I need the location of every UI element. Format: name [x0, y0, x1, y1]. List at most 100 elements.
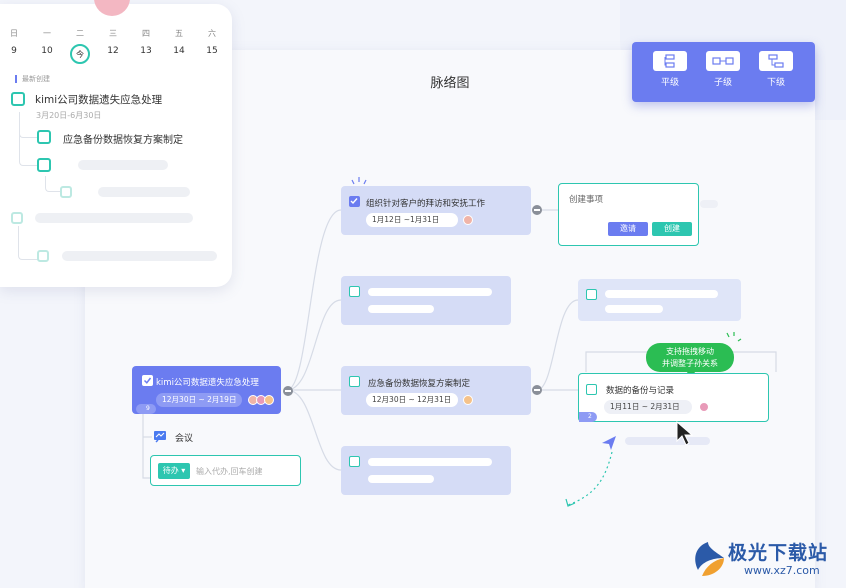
avatar: [699, 402, 709, 412]
drag-hint-tooltip: 支持拖拽移动 并调整子孙关系: [646, 343, 734, 377]
placeholder-bar: [368, 305, 434, 313]
tree-line: [18, 226, 38, 260]
mindmap-node[interactable]: [341, 276, 511, 325]
todo-create-box: 待办 ▾: [150, 455, 301, 486]
subtask-checkbox[interactable]: [37, 250, 49, 262]
root-node-title: kimi公司数据遗失应急处理: [156, 378, 259, 388]
watermark-logo: [695, 542, 724, 576]
create-item-label: 创建事项: [569, 195, 604, 205]
task-checkbox[interactable]: [586, 384, 597, 395]
create-item-card: 创建事项 邀请 创建: [558, 183, 699, 246]
create-button[interactable]: 创建: [652, 222, 692, 236]
lower-level-icon: [759, 51, 793, 71]
placeholder-bar: [368, 458, 492, 466]
subtask-checkbox[interactable]: [37, 158, 51, 172]
task-title[interactable]: kimi公司数据遗失应急处理: [35, 94, 163, 106]
weekday-label: 四: [142, 29, 150, 38]
tree-line: [19, 112, 37, 138]
calendar-date[interactable]: 13: [140, 46, 152, 56]
send-icon: [602, 436, 616, 450]
todo-input[interactable]: [196, 463, 296, 479]
subtask-checkbox[interactable]: [37, 130, 51, 144]
subtask-count-badge: 9: [136, 404, 156, 414]
subtask-checkbox[interactable]: [60, 186, 72, 198]
weekday-label: 二: [76, 29, 84, 38]
sibling-node-icon: [653, 51, 687, 71]
cursor-icon: [676, 421, 694, 446]
meeting-icon: [154, 431, 166, 443]
sibling-level-button[interactable]: 平级: [645, 51, 695, 88]
subtask-title[interactable]: 应急备份数据恢复方案制定: [63, 135, 183, 146]
task-checkbox[interactable]: [349, 376, 360, 387]
watermark-name: 极光下载站: [728, 542, 829, 564]
node-toolbar: 平级 子级 下级: [632, 42, 815, 102]
node-title: 应急备份数据恢复方案制定: [368, 379, 471, 389]
collapse-toggle[interactable]: [283, 386, 293, 396]
task-dates: 3月20日-6月30日: [36, 111, 102, 120]
check-icon: [142, 375, 153, 386]
tree-line: [19, 134, 37, 166]
node-title: 组织针对客户的拜访和安抚工作: [366, 199, 486, 209]
child-node-icon: [706, 51, 740, 71]
task-checkbox[interactable]: [11, 212, 23, 224]
subtask-count-badge: 2: [579, 412, 597, 422]
mindmap-node[interactable]: [578, 279, 741, 321]
section-label: 最新创建: [15, 75, 50, 83]
decorative-figure: [94, 0, 130, 16]
calendar-card: 日 一 二 三 四 五 六 9 10 今 12 13 14 15 最新创建 ki…: [0, 0, 232, 287]
placeholder-bar: [62, 251, 217, 261]
drag-ghost-bar: [625, 437, 710, 445]
selected-mindmap-node[interactable]: 数据的备份与记录 1月11日 ~ 2月31日 2: [578, 373, 769, 422]
node-title: 数据的备份与记录: [606, 386, 675, 396]
node-dates: 12月30日 ~ 12月31日: [366, 393, 458, 407]
child-level-button[interactable]: 子级: [698, 51, 748, 88]
collapse-toggle[interactable]: [532, 385, 542, 395]
placeholder-bar: [368, 475, 434, 483]
task-checkbox[interactable]: [11, 92, 25, 106]
calendar-date[interactable]: 9: [11, 46, 17, 56]
weekday-label: 五: [175, 29, 183, 38]
task-checkbox[interactable]: [586, 289, 597, 300]
todo-type-label: 待办: [162, 466, 179, 475]
mindmap-node[interactable]: 应急备份数据恢复方案制定 12月30日 ~ 12月31日: [341, 366, 531, 415]
page-title: 脉络图: [430, 76, 470, 91]
sparkle-icon: [351, 177, 367, 185]
avatar: [463, 215, 473, 225]
tooltip-line: 并调整子孙关系: [662, 359, 718, 368]
node-dates: 1月12日 ~1月31日: [366, 213, 458, 227]
placeholder-bar: [35, 213, 193, 223]
avatar: [264, 395, 274, 405]
tooltip-line: 支持拖拽移动: [666, 347, 714, 356]
avatar: [463, 395, 473, 405]
mindmap-node[interactable]: [341, 446, 511, 495]
node-dates: 1月11日 ~ 2月31日: [604, 400, 692, 414]
calendar-date[interactable]: 14: [173, 46, 185, 56]
placeholder-bar: [605, 290, 718, 298]
calendar-date[interactable]: 10: [41, 46, 53, 56]
root-node-dates: 12月30日 ~ 2月19日: [156, 393, 243, 407]
check-icon: [350, 198, 358, 205]
weekday-label: 一: [43, 29, 51, 38]
sparkle-icon: [726, 332, 742, 342]
weekday-label: 六: [208, 29, 216, 38]
task-checkbox[interactable]: [349, 456, 360, 467]
tree-line: [45, 176, 61, 192]
task-checkbox[interactable]: [349, 286, 360, 297]
collapse-toggle[interactable]: [532, 205, 542, 215]
calendar-date[interactable]: 15: [206, 46, 218, 56]
lower-level-button[interactable]: 下级: [751, 51, 801, 88]
mindmap-node[interactable]: 组织针对客户的拜访和安抚工作 1月12日 ~1月31日: [341, 186, 531, 235]
weekday-label: 日: [10, 29, 18, 38]
watermark: 极光下载站 www.xz7.com: [688, 536, 842, 584]
root-node[interactable]: kimi公司数据遗失应急处理 12月30日 ~ 2月19日 9: [132, 366, 281, 414]
placeholder-bar: [368, 288, 492, 296]
placeholder-bar: [700, 200, 718, 208]
meeting-label: 会议: [175, 434, 194, 444]
placeholder-bar: [78, 160, 168, 170]
calendar-date[interactable]: 12: [107, 46, 119, 56]
placeholder-bar: [98, 187, 190, 197]
invite-button[interactable]: 邀请: [608, 222, 648, 236]
calendar-date-today[interactable]: 今: [70, 44, 90, 64]
todo-type-dropdown[interactable]: 待办 ▾: [158, 463, 190, 479]
task-checkbox[interactable]: [349, 196, 360, 207]
